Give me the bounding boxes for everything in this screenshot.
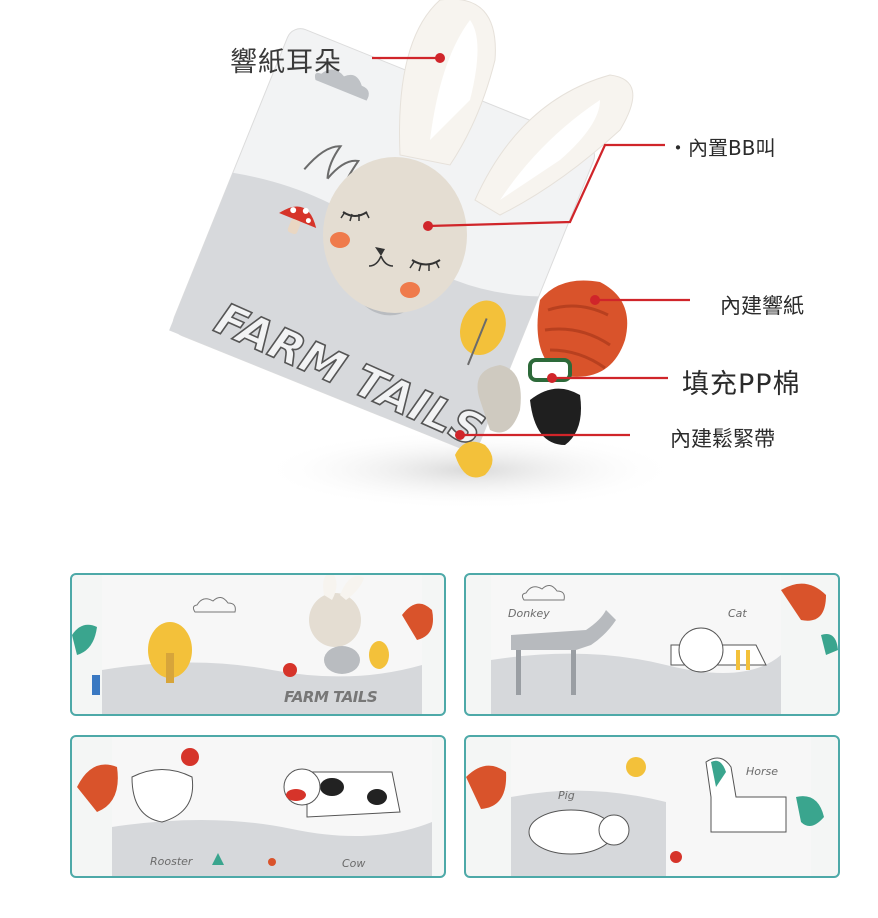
page-preview-cover: FARM TAILS [70,573,446,716]
rabbit-ears [399,0,634,216]
label-rooster: Rooster [150,855,193,868]
callout-dots [423,53,600,440]
page-preview-pig-horse: Pig Horse [464,735,840,878]
page-preview-donkey-cat: Donkey Cat [464,573,840,716]
callout-lines [372,56,690,437]
label-donkey: Donkey [508,607,550,620]
label-cow: Cow [342,857,366,870]
callout-elastic-band: 內建鬆緊帶 [670,427,775,451]
label-pig: Pig [558,789,575,802]
callout-pp-cotton: 填充PP棉 [682,369,801,400]
label-horse: Horse [746,765,779,778]
page-preview-rooster-cow: Rooster Cow [70,735,446,878]
cover-title-mini: FARM TAILS [284,688,378,706]
label-cat: Cat [728,607,747,620]
callout-crinkle-ears: 響紙耳朵 [230,47,342,78]
crinkle-tail-toy [528,280,628,445]
callout-crinkle-paper: 內建響紙 [720,294,804,318]
cloth-book-product-photo: FARM TAILS [169,0,690,510]
elastic-ring [455,365,521,478]
callout-squeaker: ・內置BB叫 [668,136,776,160]
rabbit-head [323,157,467,313]
